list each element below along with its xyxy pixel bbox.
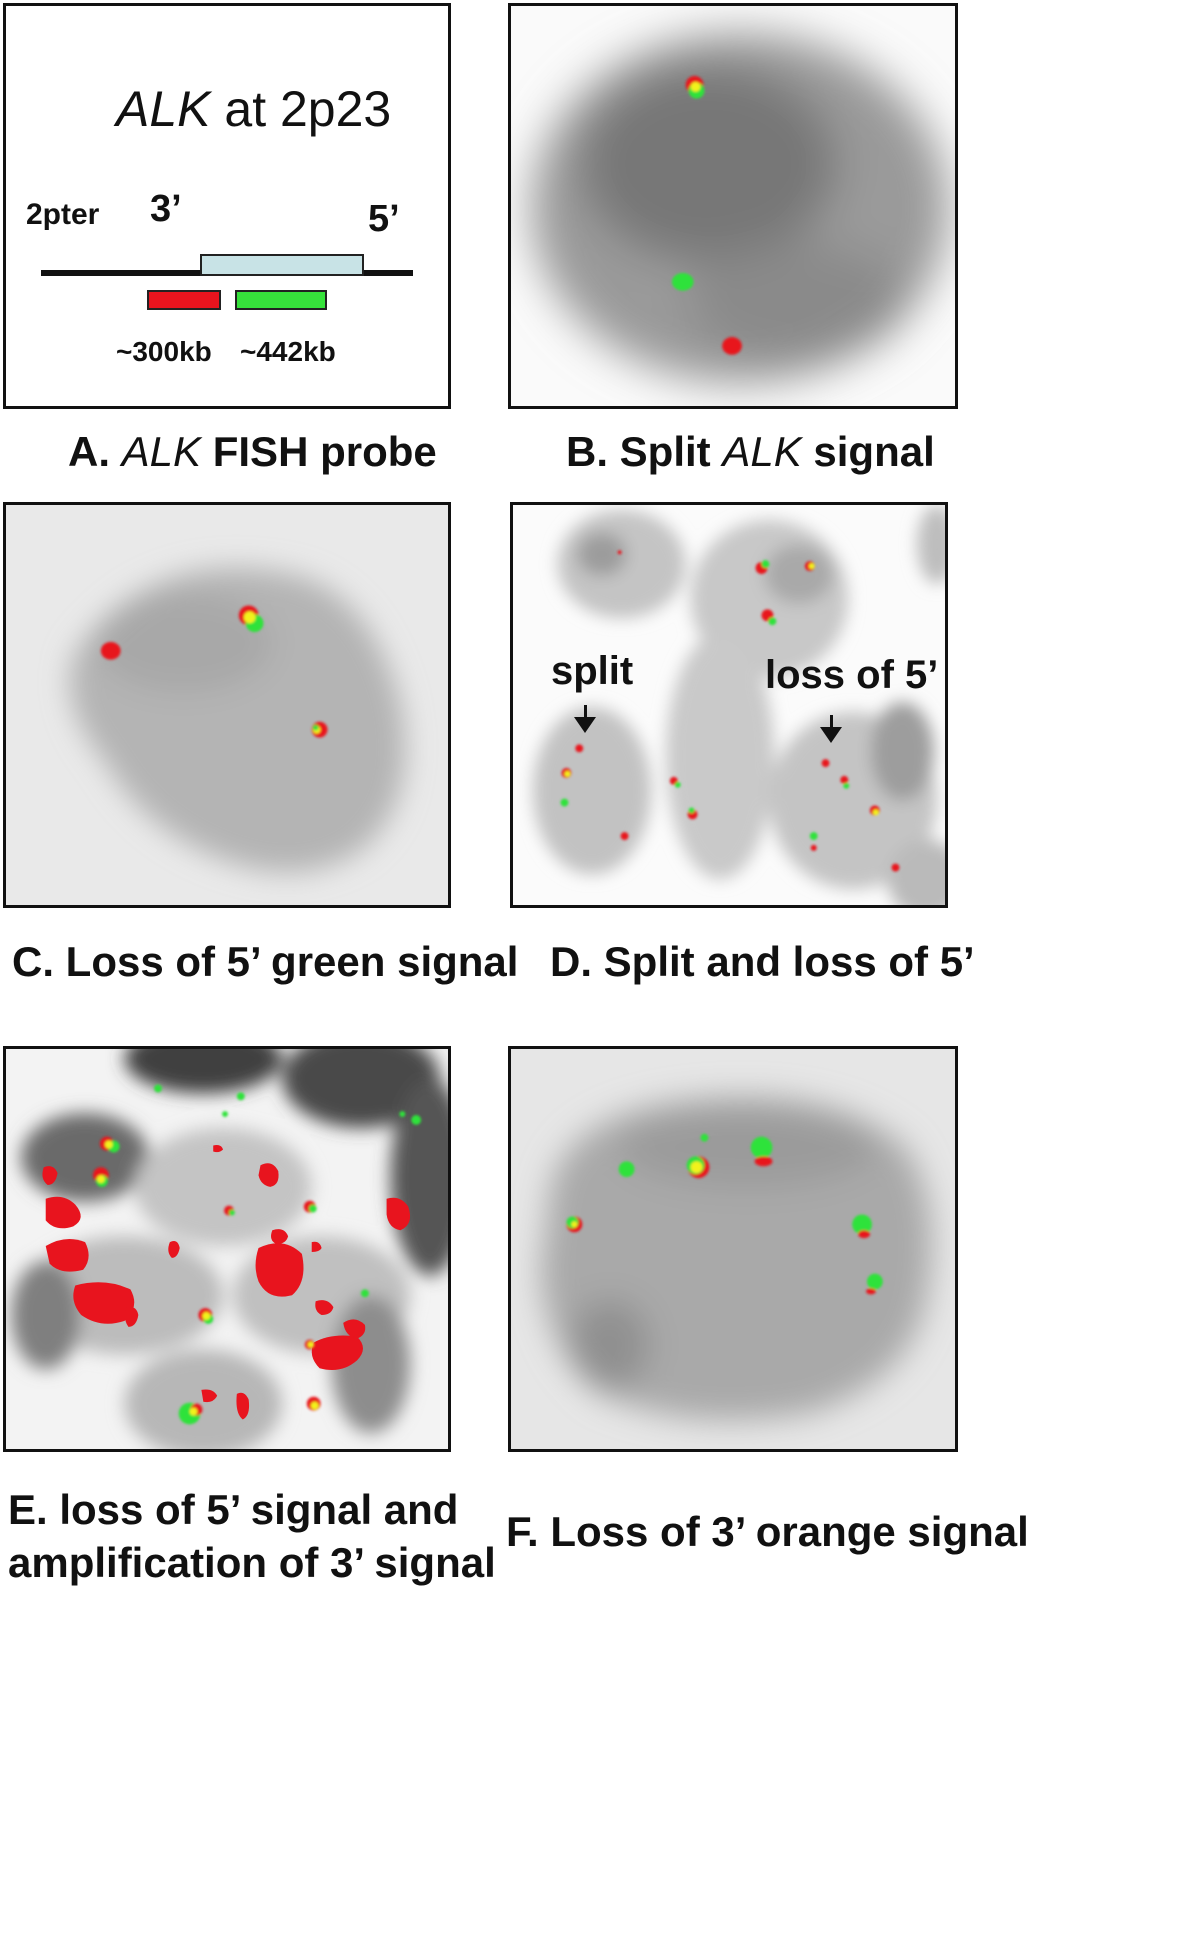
label-loss-of-5-prime: loss of 5’: [765, 653, 939, 697]
caption-e-line-1: E. loss of 5’ signal and: [8, 1486, 459, 1533]
label-split: split: [551, 649, 634, 693]
panel-b-image: [531, 32, 949, 384]
label-442kb: ~442kb: [240, 336, 336, 367]
green-signal: [618, 1161, 635, 1178]
label-300kb: ~300kb: [116, 336, 212, 367]
caption-a: A. ALK FISH probe: [68, 426, 437, 479]
label-2pter: 2pter: [26, 198, 100, 231]
red-signal: [575, 744, 584, 753]
panel-a-probe-diagram: ALK at 2p23 2pter 3’ 5’ ~300kb ~442kb: [3, 3, 451, 409]
green-signal: [671, 272, 694, 291]
panel-b-micrograph: [508, 3, 958, 409]
panel-d-micrograph: split loss of 5’: [510, 502, 948, 908]
green-signal: [852, 1214, 872, 1235]
nucleus: [665, 633, 775, 880]
panel-d-image: [532, 505, 945, 905]
red-signal: [100, 641, 121, 660]
panel-a-title-locus: at 2p23: [210, 81, 392, 137]
panel-f-micrograph: [508, 1046, 958, 1452]
caption-d: D. Split and loss of 5’: [550, 938, 975, 985]
panel-e-micrograph: [3, 1046, 451, 1452]
caption-f: F. Loss of 3’ orange signal: [506, 1508, 1029, 1555]
nucleus: [532, 706, 652, 875]
label-3-prime: 3’: [150, 188, 182, 230]
nucleus: [134, 1127, 312, 1247]
caption-e-line-2: amplification of 3’ signal: [8, 1538, 496, 1586]
red-signal: [821, 759, 830, 768]
red-probe-bar: [147, 290, 221, 310]
caption-e: E. loss of 5’ signal and amplification o…: [8, 1484, 496, 1589]
caption-a-rest: FISH probe: [212, 428, 437, 475]
green-signal: [560, 798, 569, 807]
label-5-prime: 5’: [368, 198, 400, 240]
caption-b: B. Split ALK signal: [566, 426, 935, 479]
green-probe-bar: [235, 290, 327, 310]
panel-c-micrograph: [3, 502, 451, 908]
green-signal: [866, 1273, 883, 1290]
panel-c-image: [69, 567, 406, 873]
panel-a-title: ALK at 2p23: [116, 80, 391, 138]
panel-f-image: [540, 1096, 932, 1421]
caption-b-gene: ALK: [722, 428, 802, 475]
red-signal: [722, 337, 742, 355]
green-signal: [750, 1136, 773, 1159]
caption-c: C. Loss of 5’ green signal: [12, 938, 519, 985]
red-amplification-clusters: [42, 1145, 411, 1420]
alk-gene-box: [200, 254, 364, 276]
panel-e-image: [11, 1049, 448, 1449]
caption-a-letter: A.: [68, 428, 110, 475]
nucleus-dark-region: [580, 65, 837, 263]
caption-b-start: B. Split: [566, 428, 711, 475]
panel-a-title-gene: ALK: [116, 81, 211, 137]
caption-b-end: signal: [813, 428, 935, 475]
caption-a-gene: ALK: [121, 428, 202, 475]
